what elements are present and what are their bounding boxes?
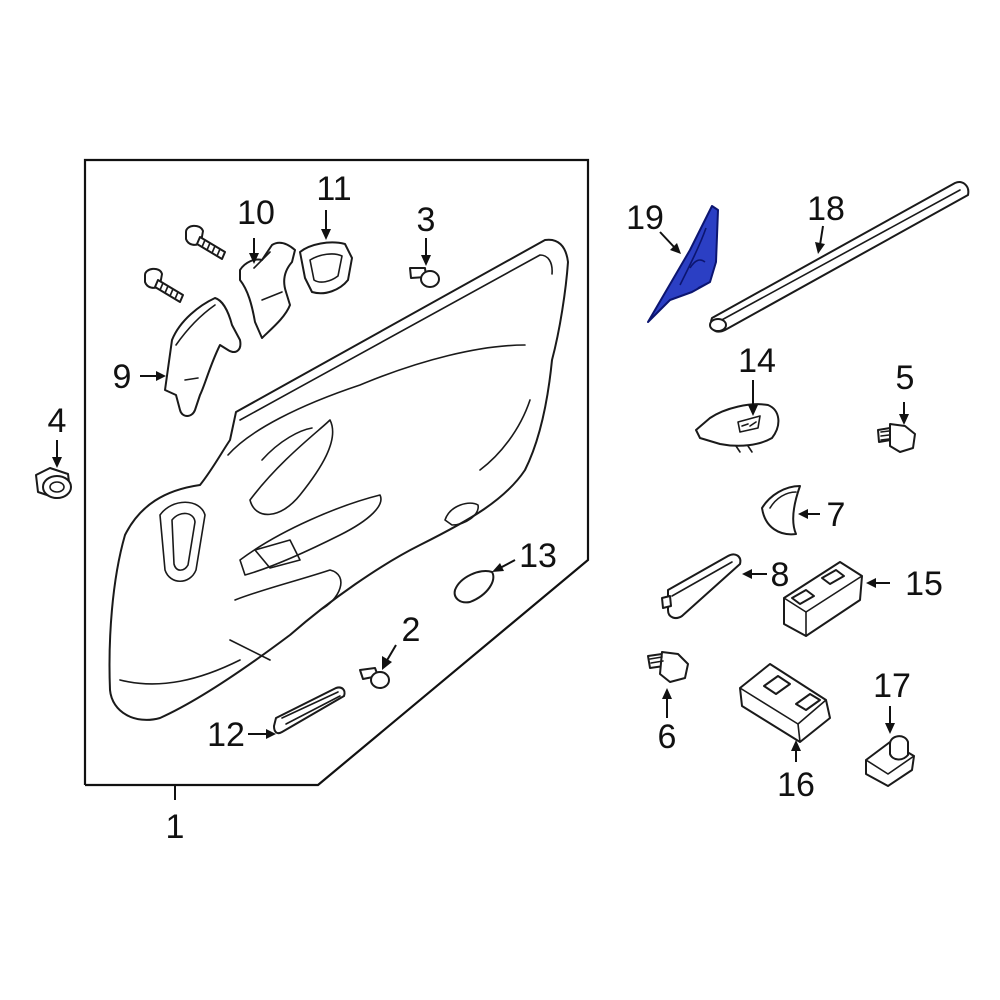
bolt-upper-right[interactable] <box>185 224 226 260</box>
cap-part-13[interactable] <box>453 570 495 604</box>
callout-15: 15 <box>905 565 943 603</box>
bolt-part-5[interactable] <box>877 423 916 453</box>
callout-12: 12 <box>207 716 245 754</box>
switch-part-17[interactable] <box>865 735 915 787</box>
callout-13: 13 <box>519 537 557 575</box>
callout-3: 3 <box>417 201 436 239</box>
weatherstrip-part-18[interactable] <box>709 181 970 333</box>
callout-8: 8 <box>771 556 790 594</box>
callout-9: 9 <box>113 358 132 396</box>
master-switch-part-16[interactable] <box>739 663 831 743</box>
callout-10: 10 <box>237 194 275 232</box>
callout-1: 1 <box>166 808 185 846</box>
callout-11: 11 <box>316 170 351 208</box>
callout-7: 7 <box>827 496 846 534</box>
bracket-part-11[interactable] <box>299 241 353 295</box>
callout-19: 19 <box>626 199 664 237</box>
bracket-part-9[interactable] <box>164 297 242 417</box>
callout-labels: 1 2 3 4 5 6 7 8 9 10 11 12 13 14 15 16 1… <box>48 170 943 846</box>
cover-part-7[interactable] <box>761 485 801 536</box>
callout-2: 2 <box>402 611 421 649</box>
callout-4: 4 <box>48 402 67 440</box>
callout-6: 6 <box>658 718 677 756</box>
nut-part-4[interactable] <box>35 467 72 499</box>
callout-18: 18 <box>807 190 845 228</box>
callout-16: 16 <box>777 766 815 804</box>
door-trim-panel[interactable] <box>108 238 569 721</box>
callout-17: 17 <box>873 667 911 705</box>
callout-5: 5 <box>896 359 915 397</box>
bolt-upper-left[interactable] <box>144 267 184 303</box>
switch-bezel-part-14[interactable] <box>695 403 780 453</box>
clip-part-2[interactable] <box>359 667 390 689</box>
cover-part-8[interactable] <box>661 553 742 619</box>
door-panel-assembly-frame <box>83 158 590 800</box>
bracket-part-10[interactable] <box>239 241 296 339</box>
bolt-part-6[interactable] <box>647 651 689 683</box>
window-switch-part-15[interactable] <box>783 561 863 637</box>
clip-part-3[interactable] <box>409 267 440 288</box>
bezel-part-12[interactable] <box>273 686 346 735</box>
leader-lines <box>52 210 909 762</box>
callout-14: 14 <box>738 342 776 380</box>
mirror-corner-cover-part-19[interactable] <box>647 205 719 323</box>
